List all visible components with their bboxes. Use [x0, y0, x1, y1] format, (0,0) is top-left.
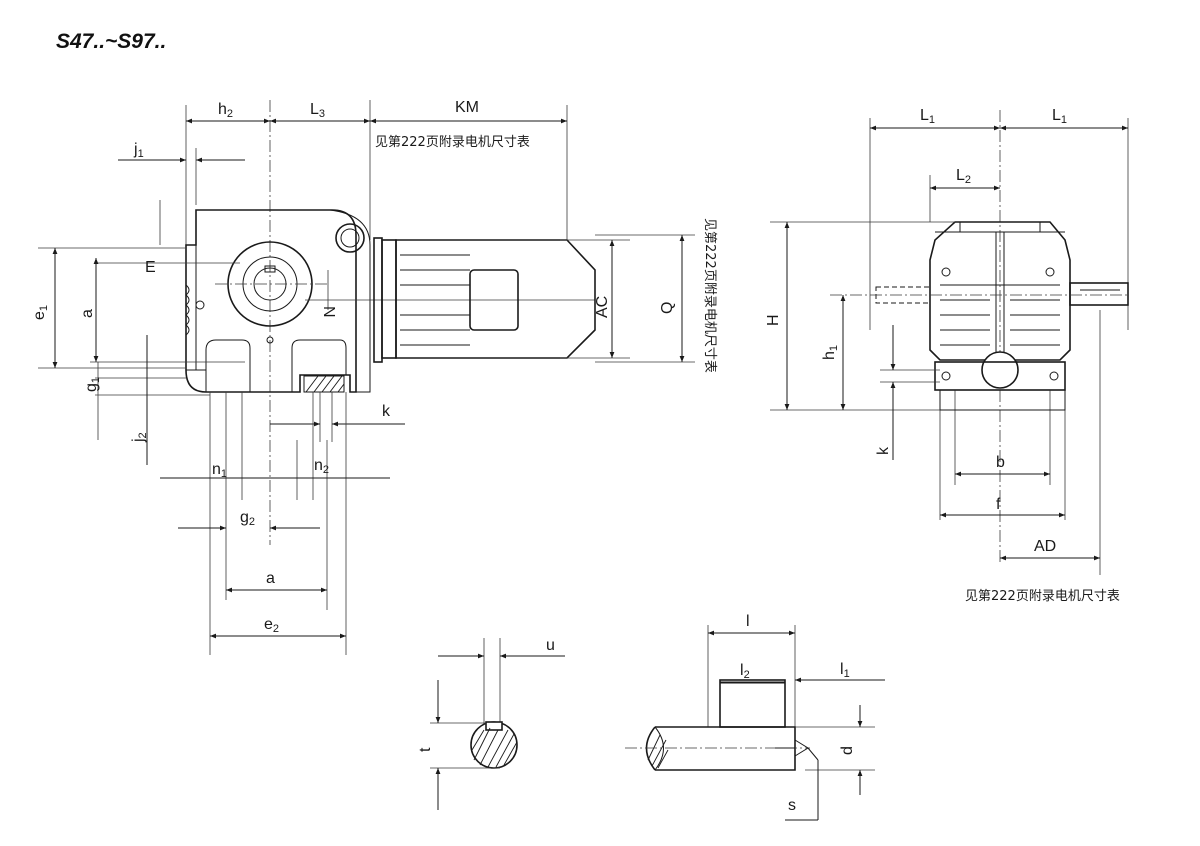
- dim-l2: l2: [740, 662, 750, 681]
- dim-n1: n1: [212, 461, 227, 480]
- dim-a-bottom: a: [266, 570, 275, 587]
- dim-u: u: [546, 637, 555, 654]
- motor-body: [395, 239, 596, 359]
- shaft-body: [655, 726, 796, 771]
- side-housing: [929, 221, 1071, 361]
- terminal-box: [469, 269, 519, 331]
- dim-H: H: [765, 314, 782, 326]
- dim-n2: n2: [314, 457, 329, 476]
- dim-s: s: [788, 797, 796, 814]
- side-view: L1 L1 L2: [765, 107, 1130, 604]
- adapter-cap: [335, 223, 365, 253]
- dim-e2: e2: [264, 616, 279, 635]
- motor-reference-note-right: 见第222页附录电机尺寸表: [965, 589, 1120, 604]
- motor-reference-note-vertical: 见第222页附录电机尺寸表: [702, 218, 717, 373]
- shaft-section-view: u t: [417, 637, 565, 810]
- shaft-right: [1069, 282, 1129, 306]
- shaft-side-view: l l2 l1 d s: [625, 613, 885, 821]
- motor-reference-note-top: 见第222页附录电机尺寸表: [375, 135, 530, 150]
- dim-l: l: [746, 613, 750, 630]
- dim-k-side: k: [875, 446, 892, 455]
- dim-j2: j2: [130, 432, 149, 443]
- dim-g1: g1: [83, 377, 102, 392]
- dim-L1-left: L1: [920, 107, 935, 126]
- dim-t: t: [417, 747, 434, 752]
- drawing-title: S47..~S97..: [56, 30, 166, 53]
- dim-L2: L2: [956, 167, 971, 186]
- dim-b: b: [996, 454, 1005, 471]
- dim-g2: g2: [240, 509, 255, 528]
- dim-E: E: [145, 259, 156, 276]
- gear-housing: [185, 209, 357, 393]
- dim-KM: KM: [455, 99, 479, 116]
- dim-f: f: [996, 496, 1001, 513]
- dim-Q: Q: [659, 302, 676, 314]
- dim-AC: AC: [594, 296, 611, 318]
- shaft-key: [719, 679, 786, 728]
- dim-j1: j1: [133, 141, 144, 160]
- dim-h1: h1: [821, 345, 840, 360]
- dim-AD: AD: [1034, 538, 1056, 555]
- dim-L3: L3: [310, 101, 325, 120]
- dim-a-left: a: [79, 309, 96, 318]
- dim-h2: h2: [218, 101, 233, 120]
- dim-N: N: [320, 306, 337, 318]
- dim-L1-right: L1: [1052, 107, 1067, 126]
- dim-k: k: [382, 403, 391, 420]
- center-bore: [981, 351, 1019, 389]
- dim-d: d: [839, 746, 856, 755]
- dim-l1: l1: [840, 661, 850, 680]
- dim-e1: e1: [31, 305, 50, 320]
- front-view: h2 L3 KM 见第222页附录电机尺寸表 j1: [31, 99, 717, 655]
